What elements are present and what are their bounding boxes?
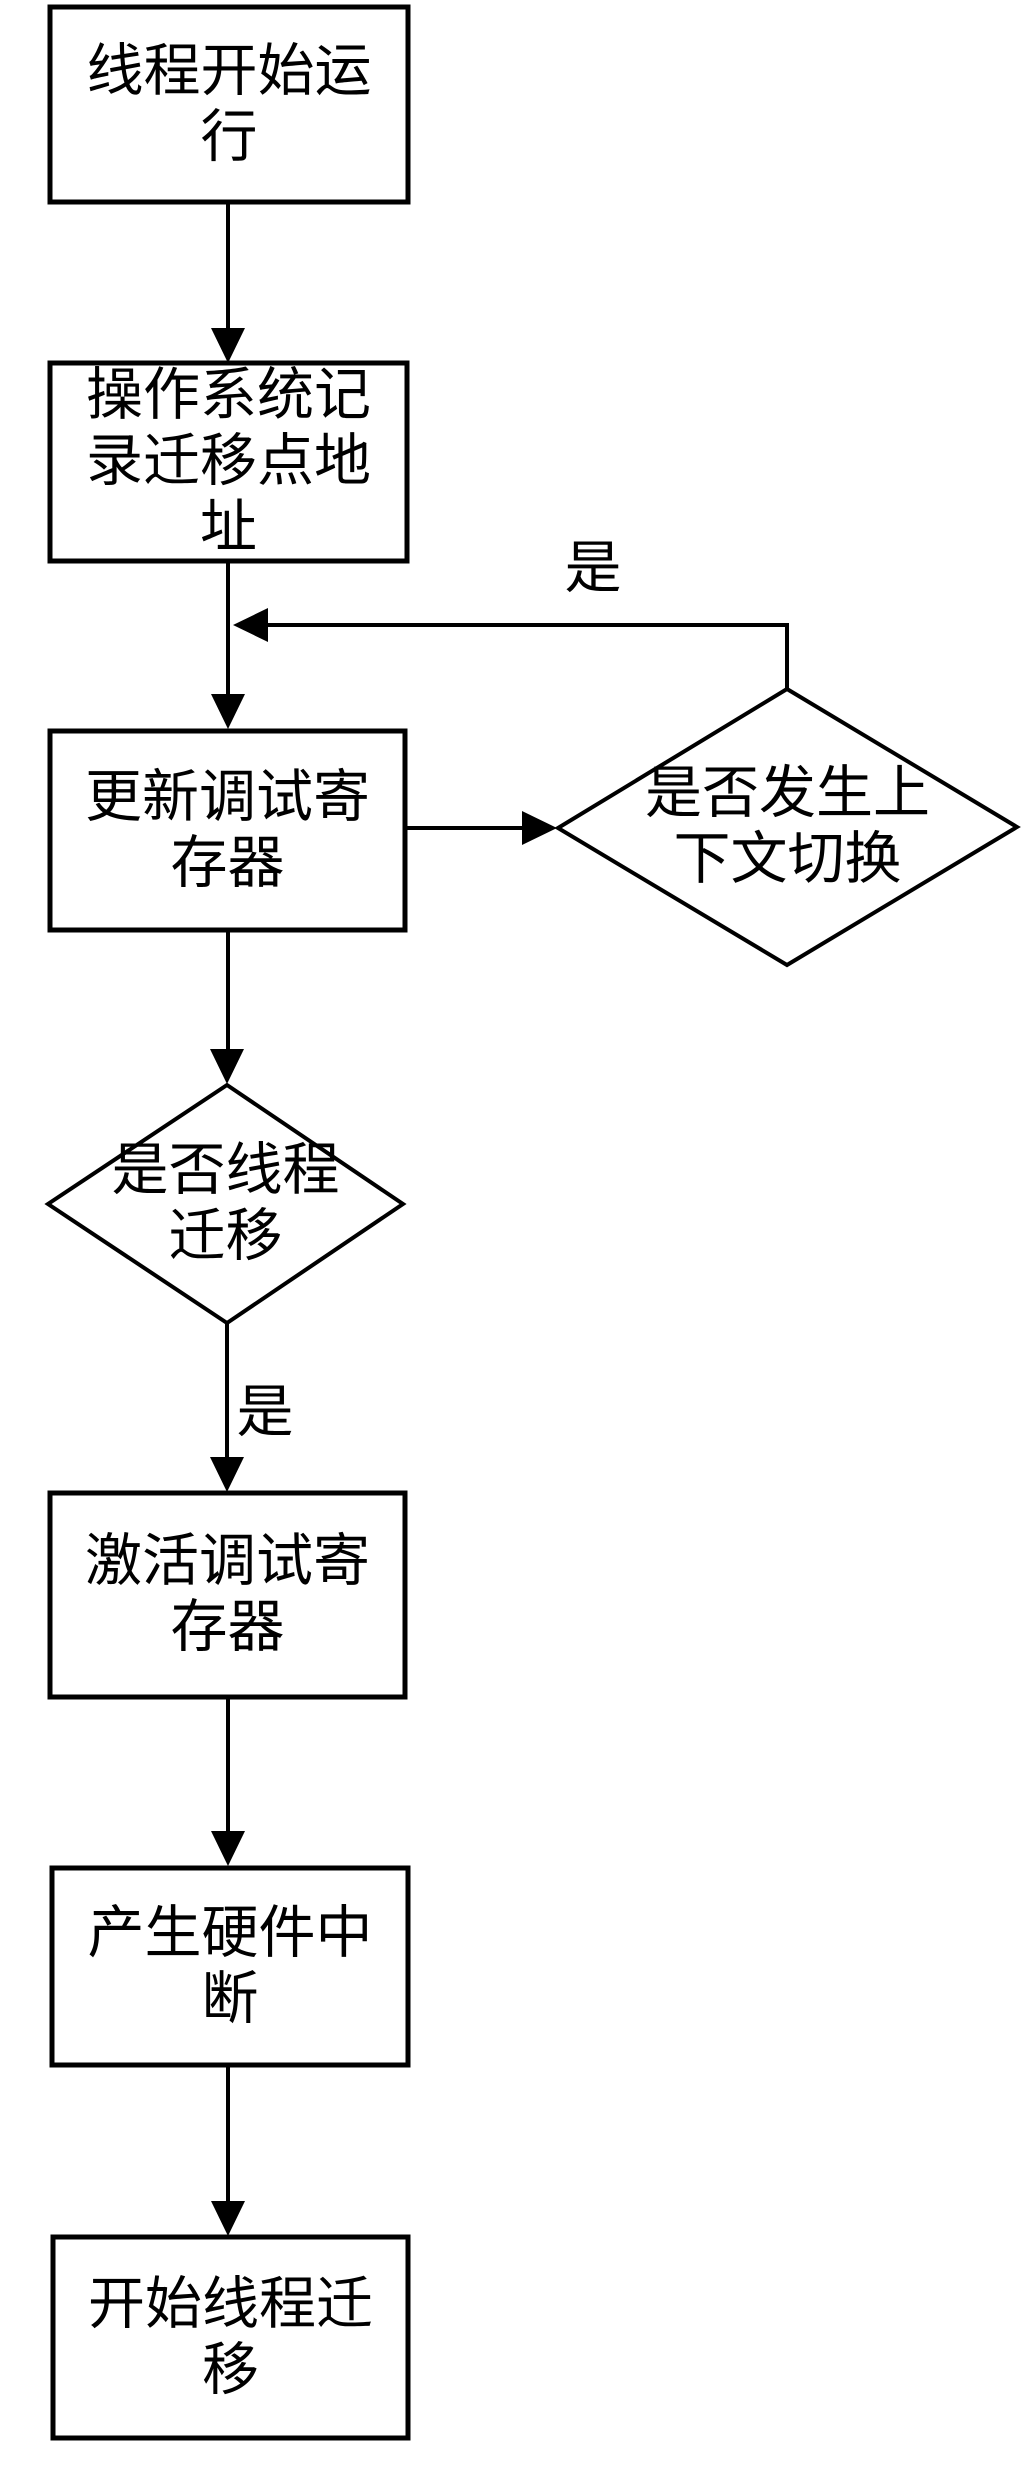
edge-label-ctxswitch-yes: 是 (564, 537, 622, 600)
node-label-update: 更新调试寄 存器 (85, 765, 370, 895)
node-label-start: 线程开始运 行 (86, 39, 372, 169)
arrowhead-update-ctxswitch (522, 811, 557, 845)
arrowhead-start-record (211, 328, 245, 363)
arrowhead-migrateq-activate (210, 1457, 244, 1492)
node-label-record: 操作系统记 录迁移点地 址 (86, 364, 371, 559)
arrowhead-interrupt-begin (211, 2201, 245, 2236)
decision-diamond-ctxswitch (554, 686, 1021, 968)
process-box-update (47, 728, 408, 933)
arrowhead-activate-interrupt (211, 1831, 245, 1866)
edge-ctxswitch-loopback (252, 623, 789, 689)
decision-diamond-migrateq (44, 1082, 407, 1326)
process-box-record (47, 360, 410, 564)
arrowhead-record-update (211, 694, 245, 729)
process-box-activate (47, 1490, 408, 1700)
process-box-interrupt (49, 1865, 411, 2068)
process-box-start (47, 4, 411, 205)
arrowhead-update-migrateq (210, 1049, 244, 1084)
edge-label-migrateq-yes: 是 (236, 1381, 294, 1444)
node-label-interrupt: 产生硬件中 断 (87, 1901, 373, 2031)
arrowhead-ctxswitch-loopback (233, 608, 268, 642)
node-label-begin: 开始线程迁 移 (88, 2272, 373, 2402)
node-label-activate: 激活调试寄 存器 (85, 1530, 370, 1659)
process-box-begin (50, 2234, 411, 2441)
node-label-ctxswitch: 是否发生上 下文切换 (645, 762, 930, 891)
node-label-migrateq: 是否线程 迁移 (111, 1139, 340, 1268)
